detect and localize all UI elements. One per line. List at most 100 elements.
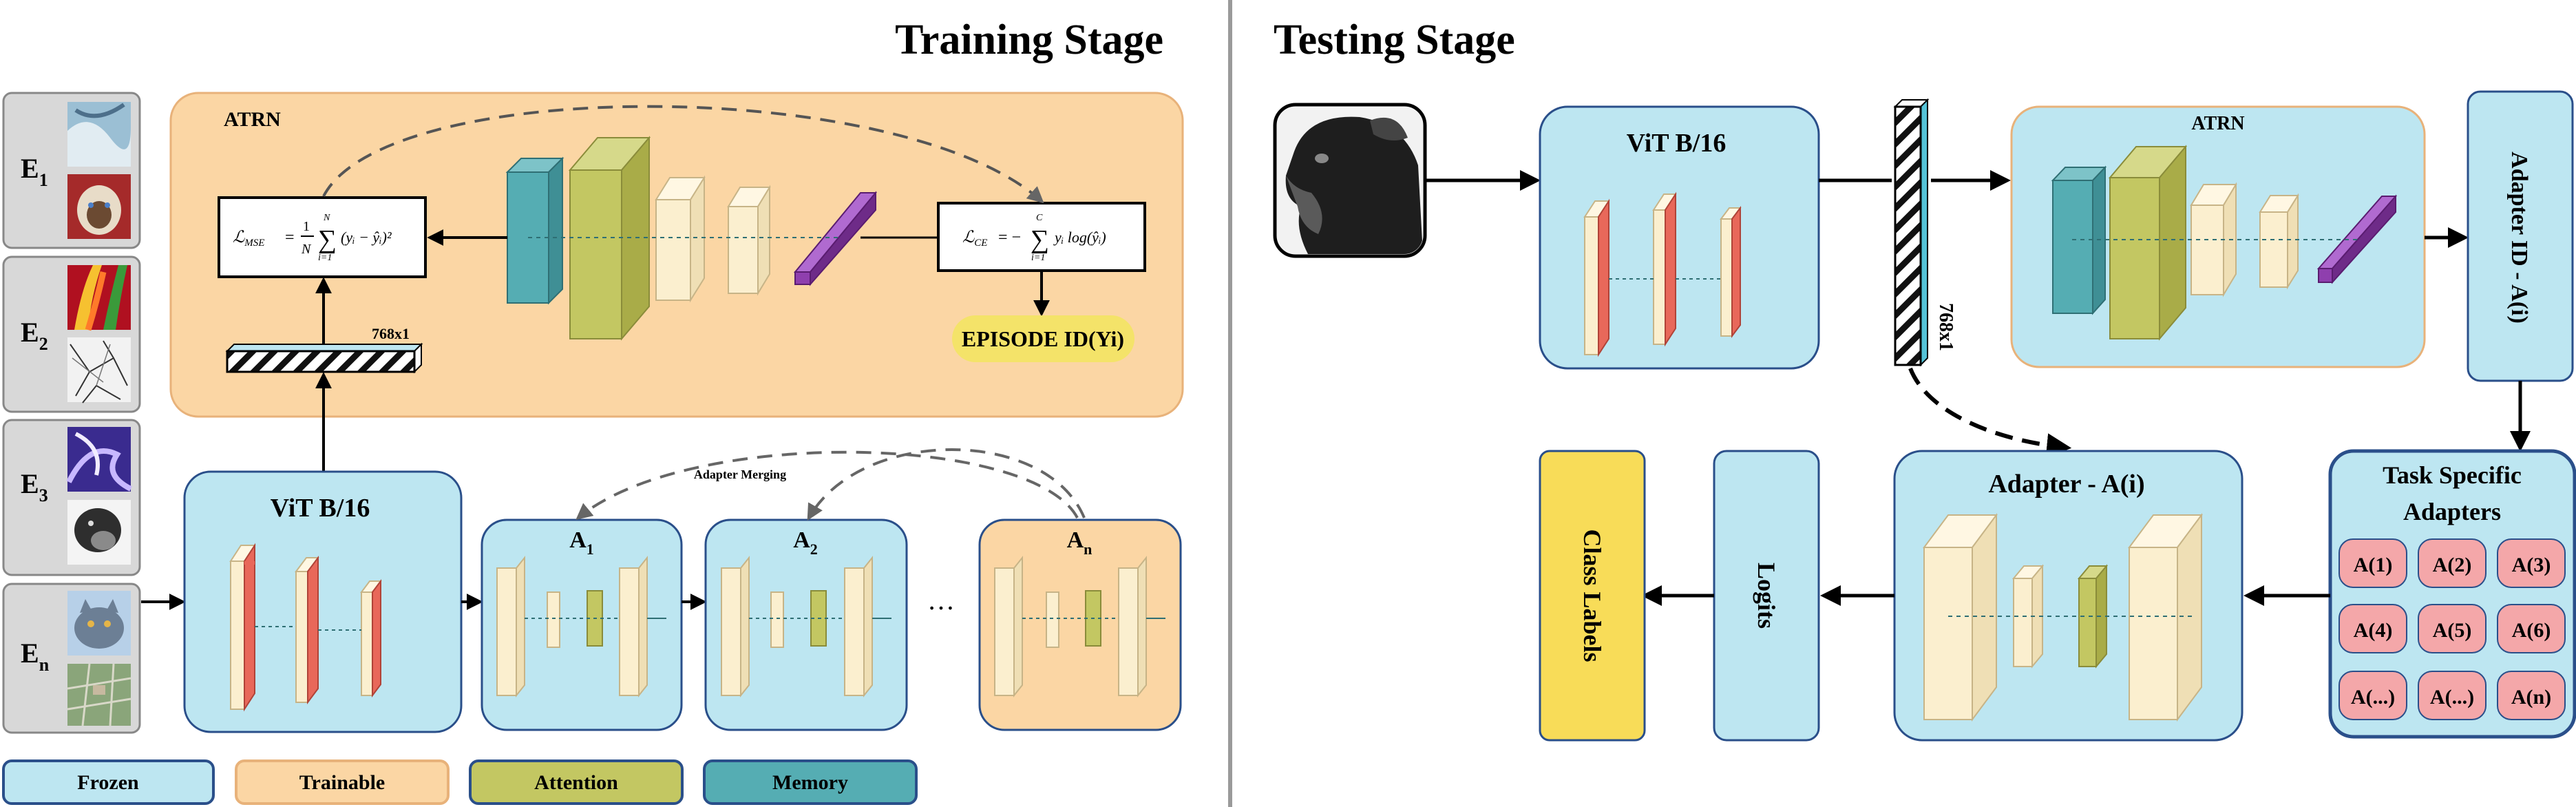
svg-text:N: N: [323, 213, 330, 223]
svg-text:E2: E2: [21, 317, 48, 354]
test-vit-block: ViT B/16: [1539, 105, 1820, 370]
adapter-layers: [994, 556, 1165, 698]
adapter-label: A: [569, 527, 587, 553]
svg-text:A(n): A(n): [2511, 686, 2551, 709]
episode-sub: 1: [39, 170, 48, 190]
episode-id-pill: [952, 315, 1134, 362]
adapter-layers: [496, 556, 666, 698]
svg-text:A1: A1: [569, 527, 594, 558]
svg-text:A(...): A(...): [2351, 686, 2395, 709]
episode-panel-3: E3: [2, 419, 141, 576]
adapter-cell[interactable]: A(6): [2497, 604, 2566, 653]
adapter-label: A: [793, 527, 810, 553]
svg-text:yᵢ log(ŷᵢ): yᵢ log(ŷᵢ): [1053, 229, 1106, 246]
legend-trainable: Trainable: [235, 759, 450, 805]
ce-formula: ℒCE = − ∑ C i=1 yᵢ log(ŷᵢ): [962, 213, 1106, 263]
svg-text:Attention: Attention: [534, 771, 618, 794]
legend-frozen: Frozen: [2, 759, 215, 805]
adapter-label: A: [1067, 527, 1084, 553]
output-layer: [794, 271, 811, 285]
svg-text:E3: E3: [21, 468, 48, 505]
testing-stage-title: Testing Stage: [1274, 17, 1515, 63]
episode-sub: 3: [39, 485, 48, 505]
episode-label: E: [21, 153, 39, 184]
adapter-cell[interactable]: A(...): [2339, 671, 2407, 720]
svg-text:A(...): A(...): [2430, 686, 2474, 709]
adapter-i-layers: [1923, 512, 2203, 722]
svg-text:i=1: i=1: [318, 253, 332, 263]
adapter-cell[interactable]: A(n): [2497, 671, 2566, 720]
episode-panels: E1 E2 E3: [2, 92, 141, 734]
adapter-sub: n: [1084, 541, 1092, 558]
dashed-loss-arrow: [322, 105, 1044, 204]
adapter-merging-label: Adapter Merging: [694, 468, 786, 481]
test-atrn-label: ATRN: [2191, 113, 2244, 134]
svg-text:A(4): A(4): [2354, 619, 2393, 642]
episode-id-label: EPISODE ID(Yi): [962, 326, 1124, 351]
training-stage-title: Training Stage: [895, 17, 1163, 63]
svg-text:Trainable: Trainable: [299, 771, 385, 794]
svg-text:i=1: i=1: [1031, 253, 1045, 263]
adapter-cell[interactable]: A(...): [2418, 671, 2487, 720]
atrn-label: ATRN: [224, 108, 281, 131]
svg-text:A(2): A(2): [2433, 554, 2472, 576]
svg-text:N: N: [301, 242, 312, 257]
adapter-i-label: Adapter - A(i): [1988, 470, 2144, 499]
embedding-vector: [226, 350, 416, 373]
adapter-cell[interactable]: A(3): [2497, 538, 2566, 588]
merge-arrow-to-a1: [576, 450, 1079, 521]
svg-text:C: C: [1036, 213, 1043, 223]
task-adapters-title-2: Adapters: [2403, 498, 2501, 525]
adapter-cell[interactable]: A(5): [2418, 604, 2487, 653]
episode-label: E: [21, 638, 39, 669]
embedding-dim-label: 768x1: [372, 325, 410, 342]
vit-label: ViT B/16: [271, 494, 370, 523]
episode-panel-4: En: [2, 583, 141, 734]
svg-text:1: 1: [303, 219, 310, 234]
merge-arrow-to-a2: [807, 448, 1086, 521]
adapter-ellipsis: …: [927, 585, 955, 616]
svg-text:A2: A2: [793, 527, 818, 558]
legend-attention: Attention: [469, 759, 684, 805]
adapter-id-label: Adapter ID - A(i): [2506, 151, 2532, 324]
svg-text:(yᵢ − ŷᵢ)²: (yᵢ − ŷᵢ)²: [341, 229, 392, 246]
svg-text:∑: ∑: [318, 225, 337, 254]
svg-text:E1: E1: [21, 153, 48, 190]
episode-sub: n: [39, 655, 50, 675]
adapter-sub: 1: [587, 541, 594, 558]
test-input-image: [1273, 103, 1427, 258]
svg-text:=: =: [285, 229, 295, 247]
vit-training-block: ViT B/16: [183, 470, 463, 733]
adapter-cell[interactable]: A(1): [2339, 538, 2407, 588]
linear-layer: [655, 199, 691, 301]
episode-sub: 2: [39, 334, 48, 354]
adapter-a2: A2: [704, 518, 908, 731]
episode-label: E: [21, 317, 39, 348]
adapter-grid: A(1) A(2) A(3) A(4) A(5) A(6) A(...) A(.…: [2339, 538, 2566, 720]
svg-text:∑: ∑: [1031, 225, 1049, 254]
svg-text:A(5): A(5): [2433, 619, 2472, 642]
svg-text:A(1): A(1): [2354, 554, 2393, 576]
dashed-embedding-to-adapter: [1908, 367, 2072, 459]
test-atrn-network: [2051, 145, 2398, 341]
episode-panel-2: E2: [2, 255, 141, 413]
test-vit-layers: [1583, 191, 1742, 357]
mse-loss-box: [218, 196, 427, 278]
episode-panel-1: E1: [2, 92, 141, 249]
svg-text:Frozen: Frozen: [77, 771, 139, 794]
svg-text:A(3): A(3): [2512, 554, 2551, 576]
atrn-training-block: ATRN ℒMSE = 1 N ∑ N i=1 (yᵢ − ŷᵢ)² ℒCE =…: [169, 92, 1184, 418]
adapter-an: An: [978, 518, 1182, 731]
adapter-layers: [721, 556, 891, 698]
adapter-i-block: Adapter - A(i): [1893, 450, 2244, 742]
class-labels-label: Class Labels: [1579, 529, 1606, 662]
test-embedding-vector: [1893, 98, 1930, 367]
adapter-cell[interactable]: A(2): [2418, 538, 2487, 588]
adapter-cell[interactable]: A(4): [2339, 604, 2407, 653]
svg-text:ℒMSE: ℒMSE: [233, 229, 264, 249]
task-adapters-title-1: Task Specific: [2383, 461, 2522, 489]
atrn-network: [505, 136, 878, 341]
svg-text:ℒCE: ℒCE: [962, 229, 987, 249]
attention-layer: [569, 169, 622, 339]
class-labels-box: [1539, 450, 1646, 742]
